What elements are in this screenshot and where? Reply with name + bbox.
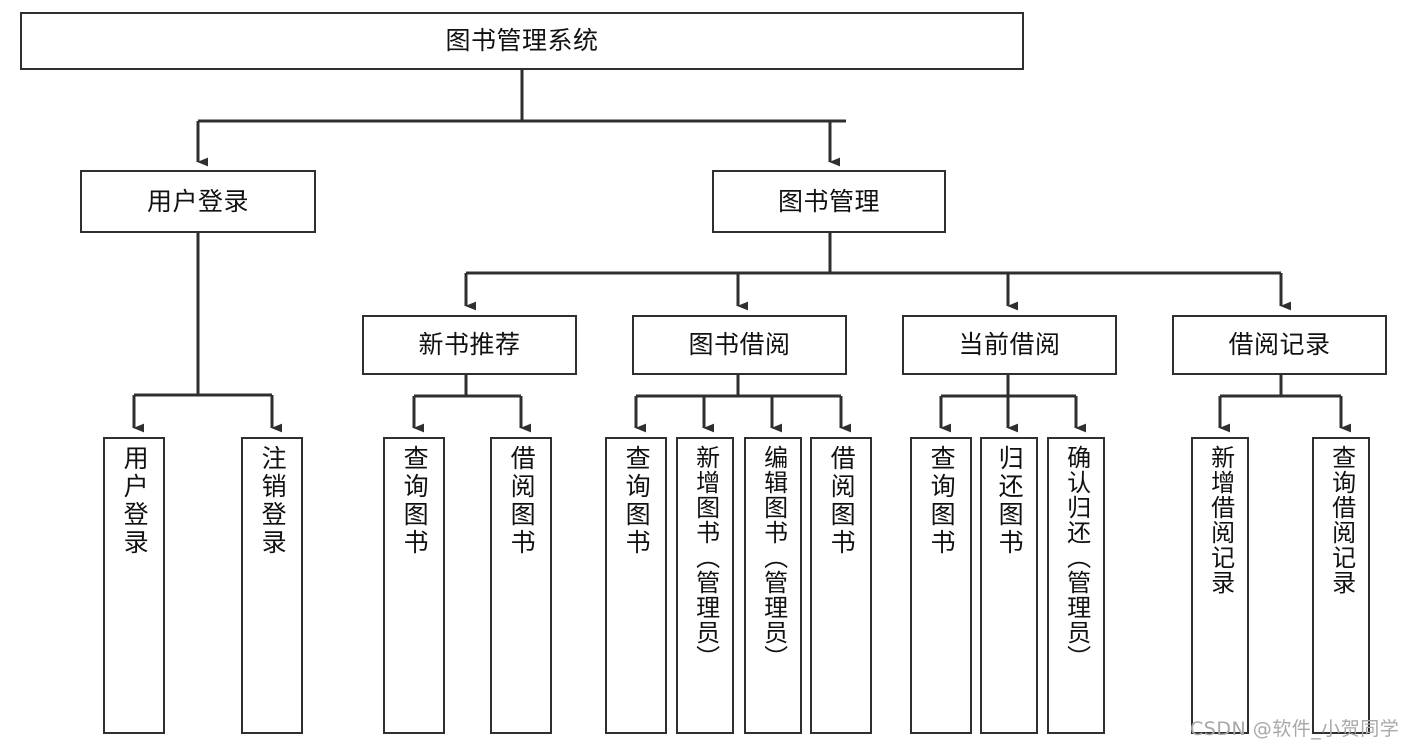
node-label: 编辑图书（管理员） xyxy=(759,445,788,670)
node-label: 注销登录 xyxy=(258,445,288,557)
node-label: 用户登录 xyxy=(120,445,150,557)
node-label: 查询图书 xyxy=(400,445,430,557)
leaf-user-login-signin[interactable]: 用户登录 xyxy=(103,437,165,734)
node-label: 新增借阅记录 xyxy=(1206,445,1235,595)
leaf-recommend-borrow-book[interactable]: 借阅图书 xyxy=(490,437,552,734)
node-label: 确认归还（管理员） xyxy=(1062,445,1091,670)
node-new-book-recommend[interactable]: 新书推荐 xyxy=(362,315,577,375)
node-current-borrow[interactable]: 当前借阅 xyxy=(902,315,1117,375)
node-label: 用户登录 xyxy=(146,186,249,216)
node-label: 当前借阅 xyxy=(958,330,1061,360)
node-root-system[interactable]: 图书管理系统 xyxy=(20,12,1024,70)
leaf-record-query-record[interactable]: 查询借阅记录 xyxy=(1312,437,1370,734)
leaf-user-login-signout[interactable]: 注销登录 xyxy=(241,437,303,734)
watermark-text: CSDN @软件_小贺同学 xyxy=(1190,718,1400,740)
node-borrow-record[interactable]: 借阅记录 xyxy=(1172,315,1387,375)
leaf-current-confirm-return-admin[interactable]: 确认归还（管理员） xyxy=(1047,437,1105,734)
node-label: 借阅图书 xyxy=(507,445,537,557)
leaf-record-add-record[interactable]: 新增借阅记录 xyxy=(1191,437,1249,734)
node-label: 查询借阅记录 xyxy=(1327,445,1356,595)
node-label: 新书推荐 xyxy=(418,330,521,360)
node-user-login[interactable]: 用户登录 xyxy=(80,170,316,233)
node-label: 图书管理系统 xyxy=(445,26,599,56)
leaf-current-return-book[interactable]: 归还图书 xyxy=(980,437,1038,734)
node-book-management[interactable]: 图书管理 xyxy=(712,170,946,233)
node-label: 图书管理 xyxy=(777,186,880,216)
node-label: 查询图书 xyxy=(927,445,957,557)
leaf-borrow-borrow-book[interactable]: 借阅图书 xyxy=(810,437,872,734)
node-label: 归还图书 xyxy=(995,445,1025,557)
node-label: 借阅图书 xyxy=(827,445,857,557)
node-label: 图书借阅 xyxy=(688,330,791,360)
node-label: 查询图书 xyxy=(622,445,652,557)
leaf-recommend-query-book[interactable]: 查询图书 xyxy=(383,437,445,734)
leaf-borrow-edit-book-admin[interactable]: 编辑图书（管理员） xyxy=(744,437,802,734)
leaf-borrow-query-book[interactable]: 查询图书 xyxy=(605,437,667,734)
node-label: 借阅记录 xyxy=(1228,330,1331,360)
node-label: 新增图书（管理员） xyxy=(691,445,720,670)
node-book-borrow[interactable]: 图书借阅 xyxy=(632,315,847,375)
leaf-borrow-add-book-admin[interactable]: 新增图书（管理员） xyxy=(676,437,734,734)
leaf-current-query-book[interactable]: 查询图书 xyxy=(910,437,972,734)
